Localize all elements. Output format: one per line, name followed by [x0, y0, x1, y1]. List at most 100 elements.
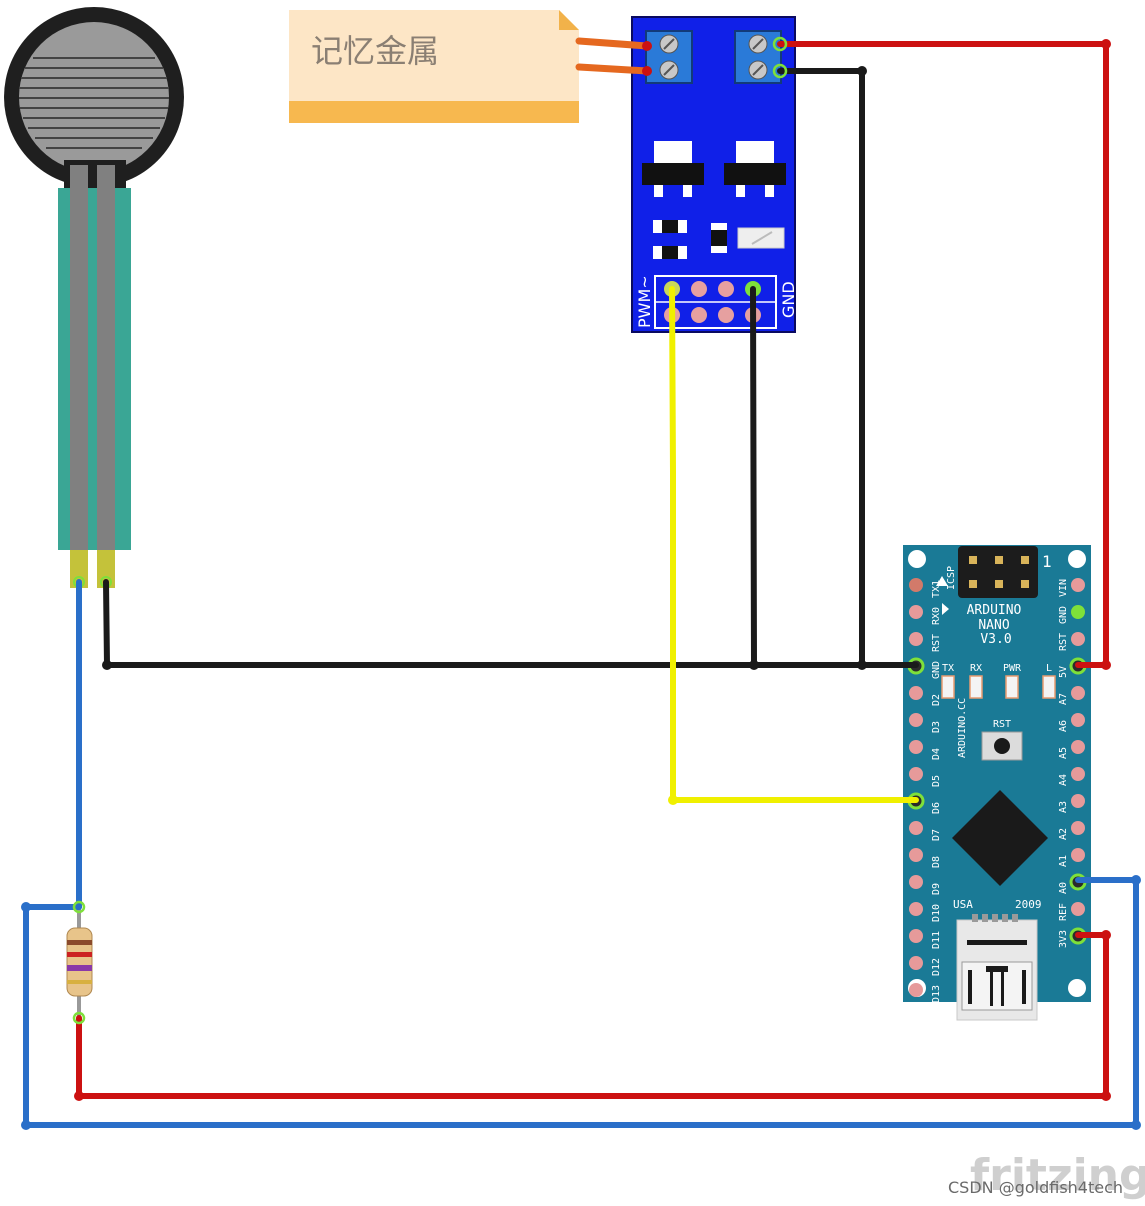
resistor-body	[66, 927, 93, 997]
nano-pin-label: RST	[1058, 633, 1069, 651]
nano-title-line2: NANO	[978, 618, 1009, 633]
nano-pin-label: D10	[931, 904, 942, 922]
nano-pin-a7[interactable]	[1071, 686, 1085, 700]
force-sensor	[4, 7, 184, 588]
rx-arrow-icon	[942, 603, 949, 615]
atmega-chip	[952, 790, 1048, 886]
mosfet-right	[724, 141, 786, 197]
led-label-tx: TX	[942, 663, 954, 674]
nano-pin-label: GND	[931, 661, 942, 679]
nano-pin-a4[interactable]	[1071, 767, 1085, 781]
nano-pin-label: A7	[1058, 693, 1069, 705]
nano-pin-label: D4	[931, 748, 942, 760]
nano-title-line1: ARDUINO	[967, 603, 1022, 618]
nano-pin-d8[interactable]	[909, 848, 923, 862]
nano-pin-d4[interactable]	[909, 740, 923, 754]
nano-pin-label: 5V	[1058, 666, 1069, 678]
led-label-pwr: PWR	[1003, 663, 1022, 674]
nano-pin-ref[interactable]	[1071, 902, 1085, 916]
nano-title-line3: V3.0	[980, 632, 1011, 647]
nano-site-label: ARDUINO.CC	[957, 698, 968, 758]
reset-button-cap[interactable]	[994, 738, 1010, 754]
nano-pin-label: D5	[931, 775, 942, 787]
driver-pwm-label: PWM~	[635, 275, 654, 328]
icsp-label: ICSP	[946, 566, 957, 590]
nano-pin-label: D7	[931, 829, 942, 841]
wire-analog-signal[interactable]	[23, 579, 1139, 1128]
wire-pwm-signal[interactable]	[669, 286, 919, 803]
resistor-band	[67, 965, 92, 971]
nano-pin-d5[interactable]	[909, 767, 923, 781]
nano-pin-gnd[interactable]	[1071, 605, 1085, 619]
nano-pin-d9[interactable]	[909, 875, 923, 889]
mount-hole	[1068, 979, 1086, 997]
nano-leds: TX RX PWR L	[941, 663, 1056, 699]
resistor-band	[67, 952, 92, 957]
nano-pin-label: RST	[931, 634, 942, 652]
wire-ground-bus[interactable]	[103, 579, 919, 668]
nano-pin-a2[interactable]	[1071, 821, 1085, 835]
nano-pin-label: A0	[1058, 882, 1069, 894]
nano-pin-vin[interactable]	[1071, 578, 1085, 592]
nano-pin-label: D11	[931, 931, 942, 949]
led-label-rx: RX	[970, 663, 982, 674]
fritzing-logo-text: fritzing	[970, 1150, 1145, 1201]
nano-pin-a6[interactable]	[1071, 713, 1085, 727]
wires	[21, 37, 1141, 1130]
nano-pin-a3[interactable]	[1071, 794, 1085, 808]
mount-hole	[908, 550, 926, 568]
wire-endpoint[interactable]	[642, 41, 652, 51]
nano-pin-label: D8	[931, 856, 942, 868]
nano-pin-label: D9	[931, 883, 942, 895]
nano-pin-d11[interactable]	[909, 929, 923, 943]
driver-gnd-label: GND	[779, 281, 798, 318]
usa-label: USA	[953, 898, 973, 911]
nano-pin-rst[interactable]	[1071, 632, 1085, 646]
nano-pin-label: GND	[1058, 606, 1069, 624]
icsp-header	[958, 546, 1038, 598]
nano-pin-d13[interactable]	[909, 983, 923, 997]
nano-pin-label: A2	[1058, 828, 1069, 840]
nano-pin-d3[interactable]	[909, 713, 923, 727]
nano-pin-rx0[interactable]	[909, 605, 923, 619]
wire-5v-power[interactable]	[777, 41, 1109, 668]
nano-pin-label: D12	[931, 958, 942, 976]
note-band	[289, 101, 579, 123]
nano-pin-label: A4	[1058, 774, 1069, 786]
nano-pin-d10[interactable]	[909, 902, 923, 916]
nano-pin-rst[interactable]	[909, 632, 923, 646]
nano-pin-label: D6	[931, 802, 942, 814]
nano-pin-label: A5	[1058, 747, 1069, 759]
nano-pin-a1[interactable]	[1071, 848, 1085, 862]
mosfet-driver-board: PWM~ GND	[631, 16, 798, 333]
tx-arrow-icon	[936, 576, 948, 586]
wire-driver-gnd[interactable]	[750, 286, 757, 668]
wire-endpoint[interactable]	[642, 66, 652, 76]
nano-pin-label: D3	[931, 721, 942, 733]
wire-memory-metal[interactable]	[575, 37, 651, 75]
resistor-band	[67, 980, 92, 984]
nano-pin-d7[interactable]	[909, 821, 923, 835]
nano-pin-label: A1	[1058, 855, 1069, 867]
year-label: 2009	[1015, 898, 1042, 911]
nano-pin-label: A6	[1058, 720, 1069, 732]
nano-pin-label: TX1	[931, 580, 942, 598]
nano-pin-tx1[interactable]	[909, 578, 923, 592]
nano-pin-label: REF	[1058, 903, 1069, 921]
connected-pin-highlights	[72, 36, 788, 1025]
nano-pin-d2[interactable]	[909, 686, 923, 700]
csdn-watermark: CSDN @goldfish4tech	[948, 1178, 1123, 1197]
fsr-trace-right	[97, 165, 115, 550]
reset-label: RST	[993, 719, 1011, 730]
fsr-tail	[58, 188, 131, 550]
mount-hole	[1068, 550, 1086, 568]
wire-junctions	[102, 66, 867, 670]
nano-pin-d12[interactable]	[909, 956, 923, 970]
memory-metal-note: 记忆金属	[289, 10, 579, 123]
nano-pin-a5[interactable]	[1071, 740, 1085, 754]
nano-pin-label: RX0	[931, 607, 942, 625]
nano-pin-label: VIN	[1058, 579, 1069, 597]
note-text: 记忆金属	[311, 32, 439, 70]
